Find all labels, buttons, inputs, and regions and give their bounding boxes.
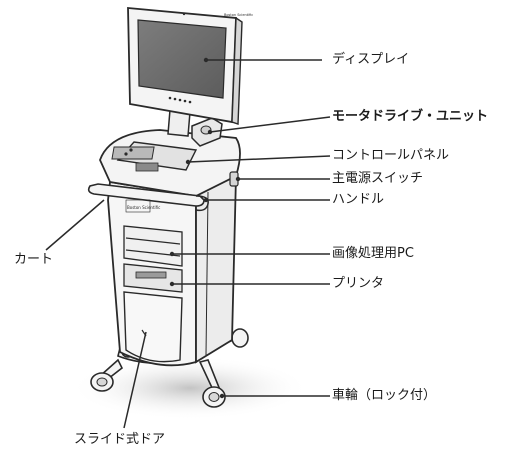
wheel-front-left <box>90 372 114 392</box>
leader-dots <box>169 57 241 399</box>
label-wheels: 車輪（ロック付） <box>332 388 437 403</box>
leader-control-panel <box>187 155 331 163</box>
label-main-power-switch: 主電源スイッチ <box>332 171 424 186</box>
label-motor-drive-unit: モータドライブ・ユニット <box>332 109 489 124</box>
monitor-buttons <box>168 96 192 104</box>
label-handle: ハンドル <box>332 192 385 207</box>
label-control-panel: コントロールパネル <box>332 148 450 163</box>
control-panel-graphic <box>111 141 198 172</box>
label-sliding-door: スライド式ドア <box>74 432 166 447</box>
printer-bay <box>123 263 183 293</box>
label-cart: カート <box>14 252 54 267</box>
sliding-door <box>123 291 183 363</box>
leader-lines <box>45 59 331 429</box>
label-image-processing-pc: 画像処理用PC <box>332 246 414 261</box>
motor-drive-unit-graphic <box>191 117 223 147</box>
leader-cart <box>45 199 105 251</box>
cart-logo: Boston Scientific <box>127 205 160 210</box>
label-display: ディスプレイ <box>332 52 410 67</box>
leader-motor-drive-unit <box>209 116 331 133</box>
wheel-rear-right <box>231 328 249 348</box>
wheel-front-right <box>202 386 226 408</box>
leader-sliding-door <box>123 331 147 429</box>
monitor-screen <box>137 19 227 99</box>
label-printer: プリンタ <box>332 276 385 291</box>
monitor <box>127 7 243 125</box>
monitor-logo: Boston Scientific <box>224 13 253 17</box>
